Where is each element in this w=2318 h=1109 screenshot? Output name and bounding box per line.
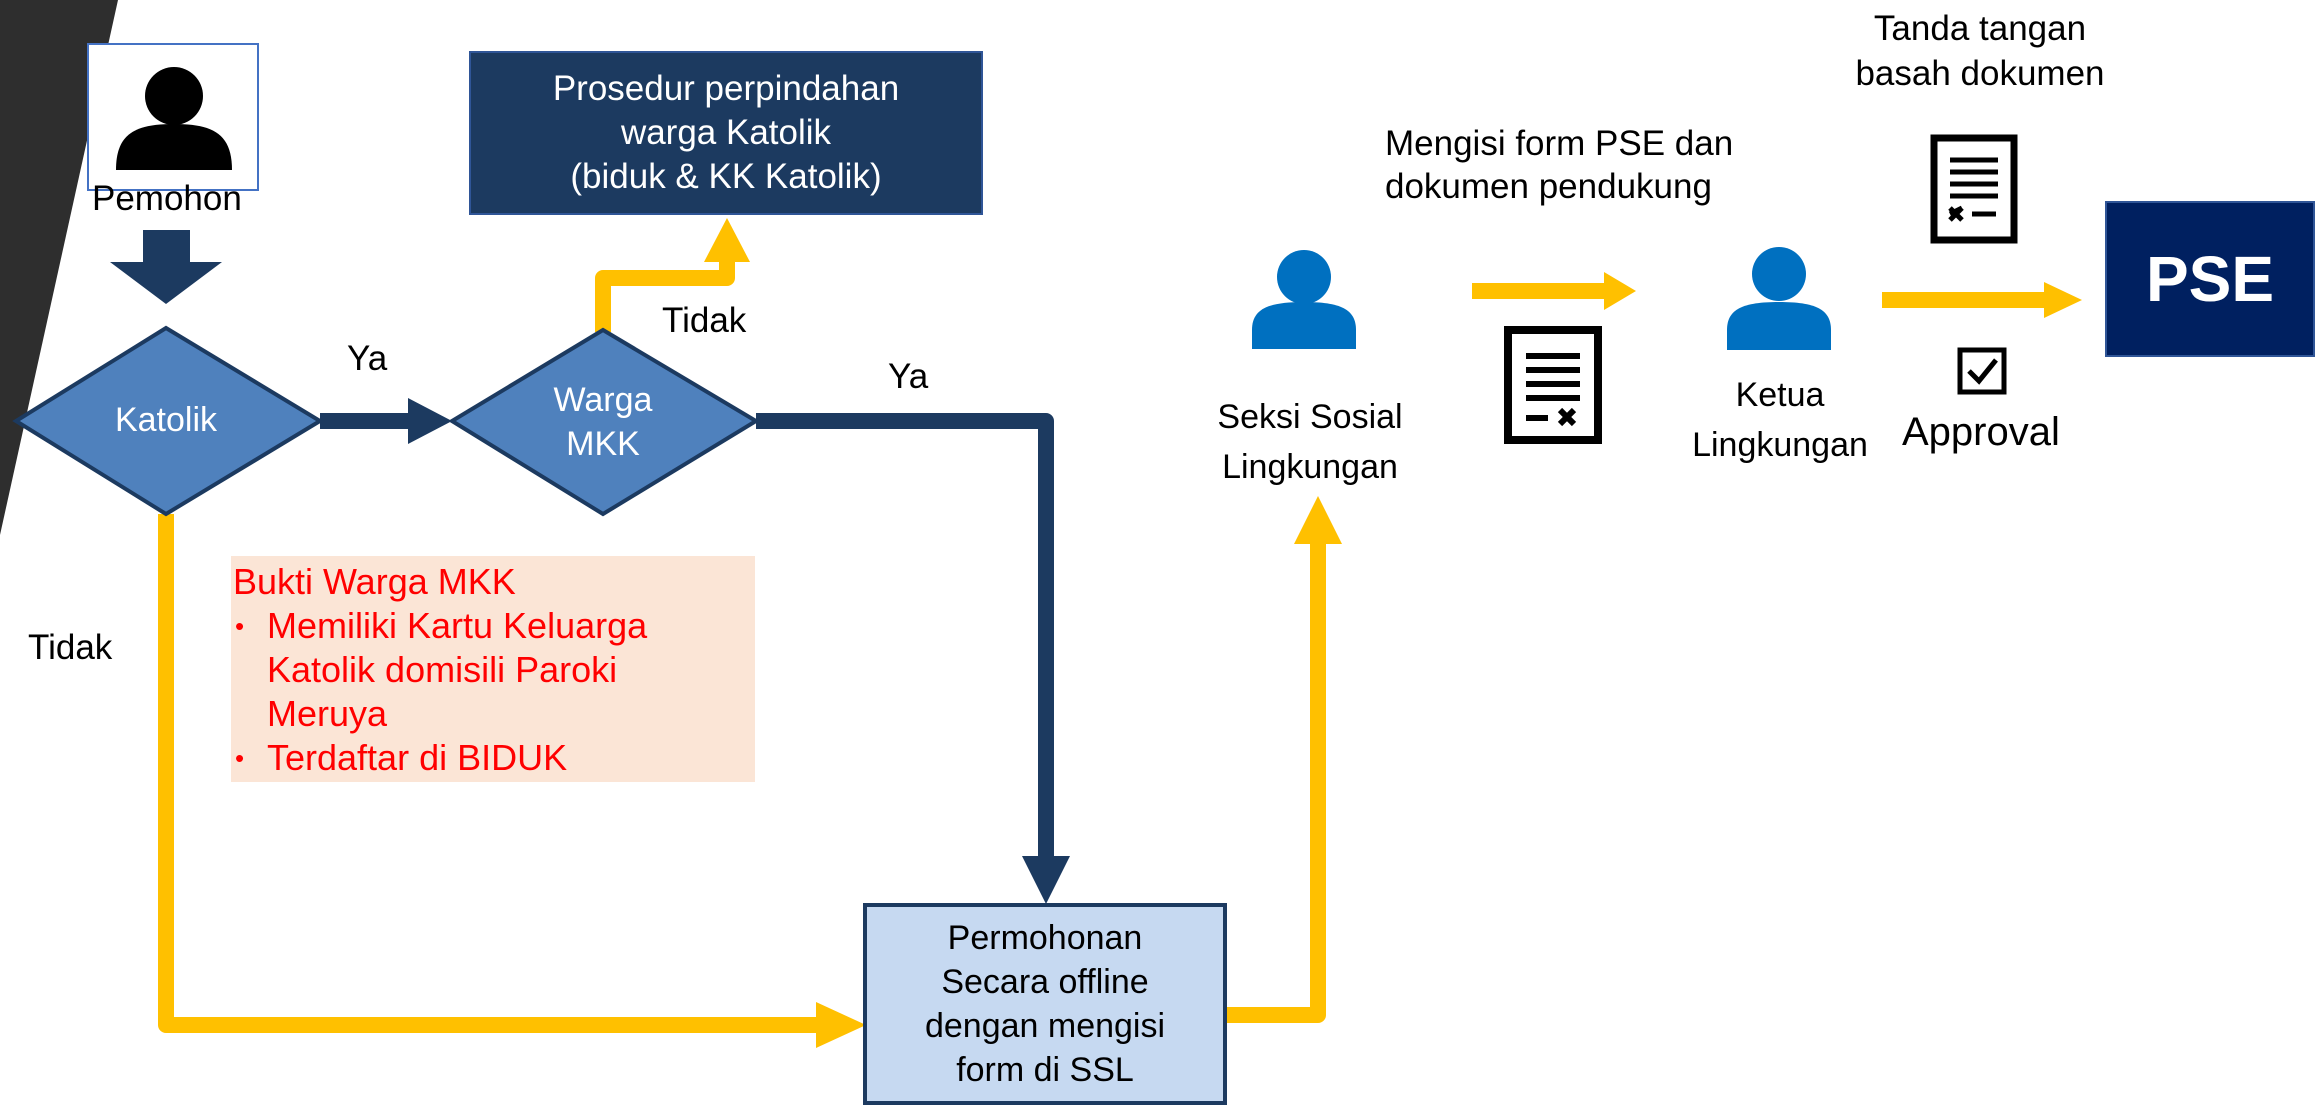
pse-label: PSE xyxy=(2145,243,2275,315)
catholic-no-connector xyxy=(158,514,822,1033)
catholic-no-arrowhead xyxy=(816,1002,866,1048)
mkk-yes-connector xyxy=(756,413,1054,860)
proof-note-list: Memiliki Kartu Keluarga Katolik domisili… xyxy=(231,604,755,780)
request-to-ssl-connector xyxy=(1226,532,1326,1023)
catholic-yes-arrowhead xyxy=(408,398,452,444)
edge-label-mkk-yes: Ya xyxy=(888,357,929,396)
request-to-ssl-arrowhead xyxy=(1294,496,1342,544)
mkk-yes-arrowhead xyxy=(1022,856,1070,904)
proof-note: Bukti Warga MKK Memiliki Kartu Keluarga … xyxy=(231,556,755,782)
offline-request-text: Permohonan Secara offline dengan mengisi… xyxy=(924,919,1166,1089)
signature-label: Tanda tangan basah dokumen xyxy=(1855,9,2105,93)
edge-label-catholic-yes: Ya xyxy=(347,339,388,378)
applicant-down-arrow xyxy=(110,230,222,304)
person-icon xyxy=(1252,250,1356,349)
approval-flow-arrowhead xyxy=(2044,282,2082,318)
proof-note-item: Memiliki Kartu Keluarga Katolik domisili… xyxy=(231,604,755,736)
pse-box xyxy=(2105,201,2315,357)
decision-mkk-label: Warga MKK xyxy=(553,381,653,463)
leader-label: Ketua Lingkungan xyxy=(1692,376,1868,464)
mkk-no-arrowhead xyxy=(704,218,750,262)
checkbox-icon xyxy=(1957,347,2007,395)
transfer-procedure-box xyxy=(469,51,983,215)
ssl-label: Seksi Sosial Lingkungan xyxy=(1217,398,1403,486)
proof-note-item: Terdaftar di BIDUK xyxy=(231,736,755,780)
document-icon xyxy=(1930,134,2018,244)
person-icon xyxy=(116,67,232,170)
fill-form-label: Mengisi form PSE dan dokumen pendukung xyxy=(1385,124,1734,206)
offline-request-box xyxy=(863,903,1227,1105)
proof-note-title: Bukti Warga MKK xyxy=(233,561,516,602)
person-icon xyxy=(1727,247,1831,350)
mkk-no-connector xyxy=(595,250,735,332)
edge-label-catholic-no: Tidak xyxy=(28,628,113,667)
form-flow-arrowhead xyxy=(1604,272,1636,310)
edge-label-mkk-no: Tidak xyxy=(662,301,747,340)
decision-catholic-diamond xyxy=(12,325,324,517)
document-icon xyxy=(1504,326,1602,444)
applicant-label: Pemohon xyxy=(92,179,242,218)
approval-label: Approval xyxy=(1902,410,2060,454)
decision-catholic-label: Katolik xyxy=(114,401,218,439)
decision-mkk-diamond xyxy=(448,327,760,517)
transfer-procedure-text: Prosedur perpindahan warga Katolik (bidu… xyxy=(552,69,900,196)
